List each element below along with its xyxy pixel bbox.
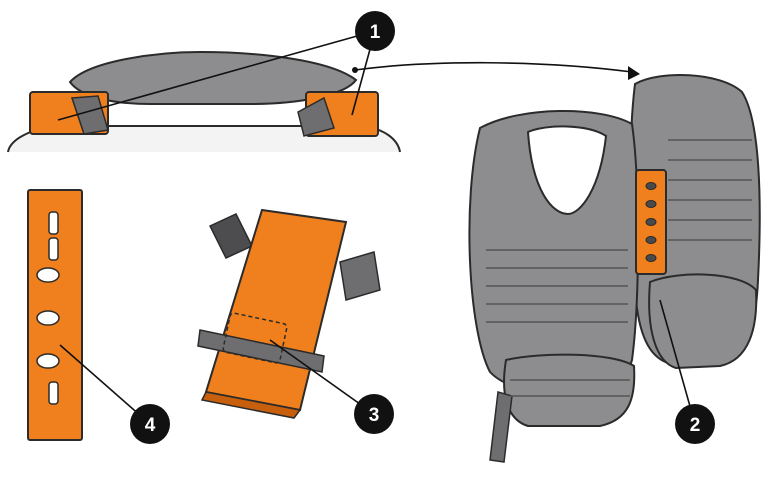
connector-arrow-path xyxy=(354,61,633,73)
right-clamp xyxy=(297,96,335,137)
leader-3 xyxy=(269,339,375,415)
callout-badge-2: 2 xyxy=(675,404,715,444)
hanging-strap xyxy=(489,391,513,463)
vest-lower-pouches xyxy=(503,353,636,427)
orange-pad-side xyxy=(200,391,302,419)
left-clamp xyxy=(70,95,109,135)
backpack-illustration xyxy=(468,74,761,463)
strip-illustration xyxy=(27,189,83,441)
leader-2 xyxy=(659,299,696,425)
callout-label-3: 3 xyxy=(369,405,380,426)
gray-board xyxy=(68,50,358,105)
board-mount-illustration xyxy=(7,50,401,153)
backpack-bottom-pouch xyxy=(648,273,758,370)
callout-badge-4: 4 xyxy=(130,404,170,444)
leader-1-left xyxy=(57,30,376,121)
callout-badge-3: 3 xyxy=(354,394,394,434)
side-clip xyxy=(339,251,381,301)
buckle xyxy=(208,213,254,259)
callout-label-1: 1 xyxy=(370,22,381,43)
connector-arrowhead xyxy=(628,66,640,80)
vest-neck-opening xyxy=(526,125,608,216)
strip-holes xyxy=(36,211,60,405)
velcro-patch xyxy=(222,312,288,364)
callout-label-2: 2 xyxy=(690,415,701,436)
molle-webbing-lines xyxy=(486,139,752,397)
connector-start-dot xyxy=(352,67,358,73)
callout-label-4: 4 xyxy=(145,415,156,436)
pad-strap xyxy=(197,329,325,373)
side-panel-holes xyxy=(645,182,657,262)
pad-illustration xyxy=(197,208,381,419)
callout-badge-1: 1 xyxy=(355,11,395,51)
